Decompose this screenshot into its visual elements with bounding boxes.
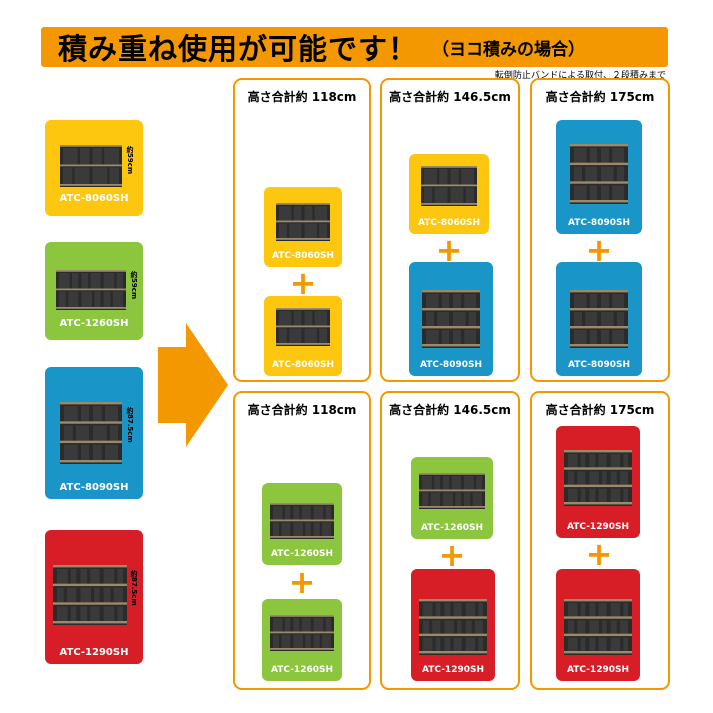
title-banner: 積み重ね使用が可能です！ （ヨコ積みの場合） (41, 27, 668, 67)
panel-total-height: 高さ合計約 146.5cm (389, 90, 511, 104)
model-tile-atc-8090sh: ATC-8090SH (556, 262, 642, 376)
shelf-icon (419, 473, 485, 509)
shelf-icon (60, 402, 122, 464)
model-tile-atc-1260sh: ATC-1260SH (262, 599, 342, 681)
plus-sign: + (585, 535, 613, 573)
model-tile-atc-8060sh: ATC-8060SH (264, 187, 342, 267)
shelf-icon (564, 599, 632, 655)
plus-sign: + (289, 264, 317, 302)
model-tile-atc-8060sh: ATC-8060SH (409, 154, 489, 234)
panel-total-height: 高さ合計約 175cm (545, 90, 655, 104)
shelf-icon (419, 599, 487, 655)
model-label: ATC-1290SH (59, 647, 129, 658)
shelf-icon (276, 308, 330, 346)
model-tile-atc-1260sh: ATC-1260SH (262, 483, 342, 565)
shelf-icon (422, 290, 480, 348)
combo-panel-1260-1290: 高さ合計約 146.5cm ATC-1260SH + ATC-1290SH (380, 391, 520, 690)
model-label: ATC-1260SH (59, 318, 129, 329)
model-label: ATC-8090SH (419, 360, 482, 370)
shelf-icon (270, 615, 334, 651)
shelf-icon (564, 450, 632, 506)
shelf-icon (570, 290, 628, 348)
model-label: ATC-8060SH (59, 193, 129, 204)
shelf-icon (60, 145, 122, 187)
combo-panel-1260-1260: 高さ合計約 118cm ATC-1260SH + ATC-1260SH (233, 391, 371, 690)
model-tile-atc-8090sh: ATC-8090SH (556, 120, 642, 234)
panel-total-height: 高さ合計約 118cm (247, 403, 357, 417)
height-dimension: 約59cm (130, 271, 138, 300)
arrow-right-icon (158, 323, 228, 447)
model-label: ATC-8090SH (567, 218, 630, 228)
banner-title: 積み重ね使用が可能です！ (58, 32, 419, 66)
model-label: ATC-1260SH (420, 523, 483, 533)
model-tile-atc-1290sh: 約87.5cm ATC-1290SH (45, 530, 143, 664)
shelf-icon (276, 203, 330, 241)
model-tile-atc-1290sh: ATC-1290SH (556, 426, 640, 538)
height-dimension: 約59cm (126, 146, 134, 175)
model-label: ATC-1260SH (270, 549, 333, 559)
combo-panel-1290-1290: 高さ合計約 175cm ATC-1290SH + ATC-1290SH (530, 391, 670, 690)
shelf-icon (270, 503, 334, 539)
panel-total-height: 高さ合計約 118cm (247, 90, 357, 104)
plus-sign: + (438, 536, 466, 574)
model-label: ATC-1290SH (566, 522, 629, 532)
model-label: ATC-1290SH (566, 665, 629, 675)
model-tile-atc-8060sh: ATC-8060SH (264, 296, 342, 376)
model-label: ATC-1260SH (270, 665, 333, 675)
panel-total-height: 高さ合計約 175cm (545, 403, 655, 417)
shelf-icon (570, 144, 628, 204)
shelf-icon (53, 565, 127, 625)
shelf-icon (421, 166, 477, 206)
model-tile-atc-1290sh: ATC-1290SH (411, 569, 495, 681)
model-tile-atc-8090sh: 約87.5cm ATC-8090SH (45, 367, 143, 499)
banner-subtitle: （ヨコ積みの場合） (432, 39, 586, 60)
height-dimension: 約87.5cm (126, 407, 134, 443)
height-dimension: 約87.5cm (130, 570, 138, 606)
model-tile-atc-8060sh: 約59cm ATC-8060SH (45, 120, 143, 216)
model-label: ATC-8090SH (59, 482, 129, 493)
model-tile-atc-8090sh: ATC-8090SH (409, 262, 493, 376)
plus-sign: + (435, 231, 463, 269)
model-tile-atc-1260sh: 約59cm ATC-1260SH (45, 242, 143, 340)
plus-sign: + (288, 563, 316, 601)
stacking-note: 転倒防止バンドによる取付、２段積みまで (494, 71, 666, 81)
model-tile-atc-1290sh: ATC-1290SH (556, 569, 640, 681)
model-tile-atc-1260sh: ATC-1260SH (411, 457, 493, 539)
model-label: ATC-8060SH (271, 251, 334, 261)
model-label: ATC-1290SH (421, 665, 484, 675)
model-label: ATC-8090SH (567, 360, 630, 370)
combo-panel-8090-8090: 高さ合計約 175cm ATC-8090SH + ATC-8090SH (530, 78, 670, 382)
shelf-icon (56, 270, 126, 310)
panel-total-height: 高さ合計約 146.5cm (389, 403, 511, 417)
model-label: ATC-8060SH (417, 218, 480, 228)
combo-panel-8060-8060: 高さ合計約 118cm ATC-8060SH + ATC-8060SH (233, 78, 371, 382)
model-label: ATC-8060SH (271, 360, 334, 370)
plus-sign: + (585, 231, 613, 269)
combo-panel-8060-8090: 高さ合計約 146.5cm ATC-8060SH + ATC-8090SH (380, 78, 520, 382)
